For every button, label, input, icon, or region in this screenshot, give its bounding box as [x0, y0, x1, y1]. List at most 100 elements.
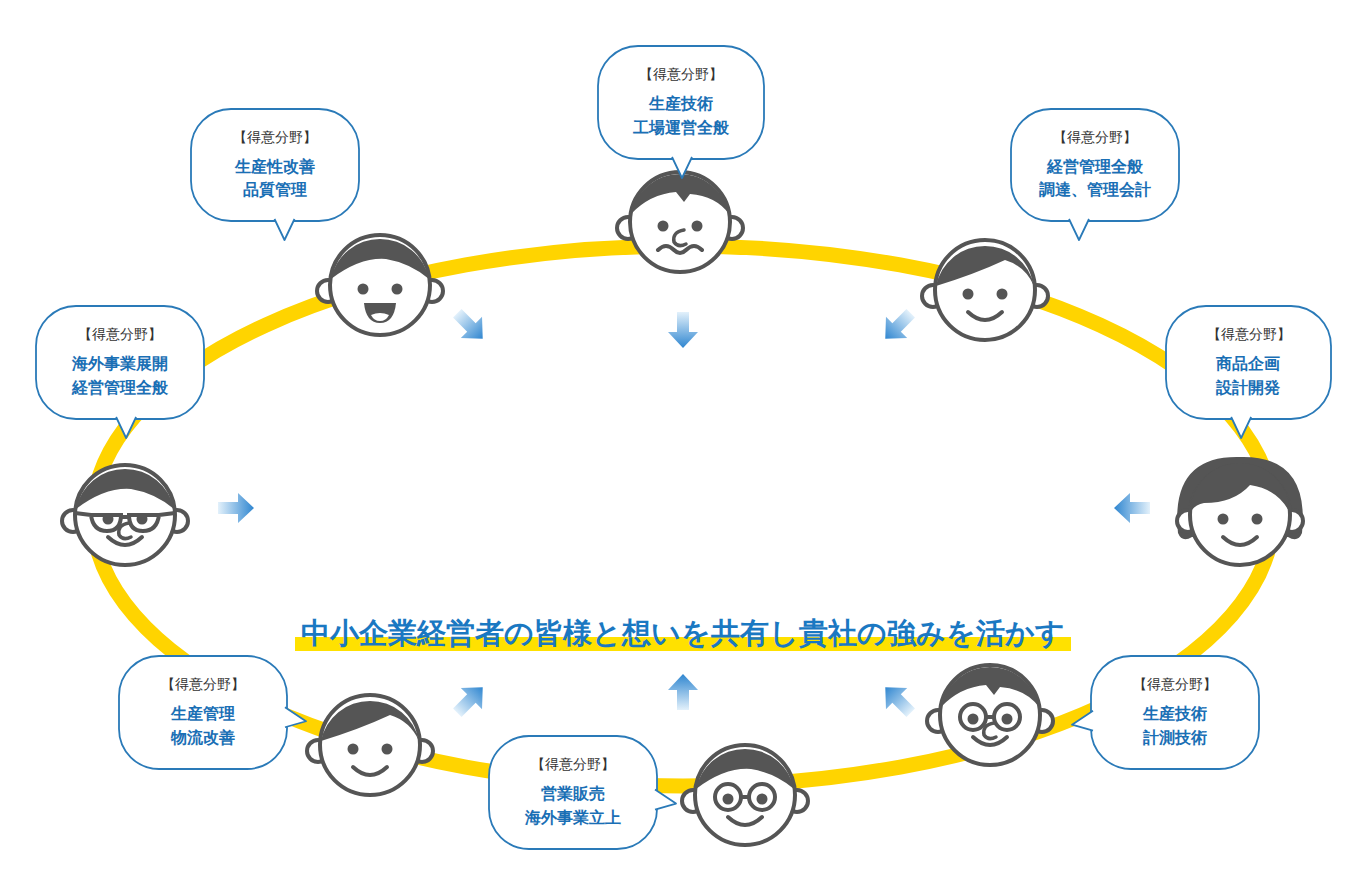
inward-arrow [447, 677, 494, 724]
hair [331, 239, 429, 279]
inward-arrow [447, 303, 494, 350]
mouth [973, 737, 1007, 745]
bubble-heading: 【得意分野】 [1053, 129, 1137, 147]
eye [997, 289, 1008, 300]
yellow-ring [93, 246, 1273, 786]
speech-bubble: 【得意分野】経営管理全般 調達、管理会計 [1010, 108, 1180, 222]
head [630, 172, 730, 272]
head [695, 745, 795, 845]
mouth [1223, 537, 1257, 545]
bubble-body [1091, 656, 1259, 769]
eye [1002, 714, 1013, 725]
person-face [307, 695, 433, 795]
bubble-body [1011, 109, 1179, 221]
bubble-body [489, 736, 657, 849]
eye [358, 284, 369, 295]
hair [941, 667, 1039, 707]
bubble-heading: 【得意分野】 [1133, 676, 1217, 694]
person-face [927, 665, 1053, 765]
bubble-heading: 【得意分野】 [233, 129, 317, 147]
nose [984, 723, 996, 739]
head [320, 695, 420, 795]
bubble-tail [655, 790, 676, 810]
glasses [75, 513, 175, 531]
speech-bubble: 【得意分野】生産管理 物流改善 [118, 655, 288, 770]
mouth [658, 246, 702, 253]
bubble-tail [1231, 417, 1251, 438]
bubble-heading: 【得意分野】 [639, 66, 723, 84]
eye [1218, 514, 1229, 525]
eye [692, 221, 703, 232]
expertise-text: 生産技術 計測技術 [1141, 702, 1210, 748]
head [935, 240, 1035, 340]
mouth [968, 312, 1002, 320]
bubble-tail [285, 707, 306, 727]
person-face [317, 235, 443, 335]
inward-arrow [668, 674, 698, 710]
bubble-body [598, 46, 764, 159]
eye [348, 744, 359, 755]
bubble-tail [672, 157, 692, 178]
head [75, 465, 175, 565]
bubble-heading: 【得意分野】 [1207, 326, 1291, 344]
nose [674, 230, 686, 246]
speech-bubble: 【得意分野】営業販売 海外事業立上 [488, 735, 658, 850]
eye [103, 514, 114, 525]
hair [1190, 463, 1290, 513]
bubble-body [1166, 306, 1331, 419]
bubble-heading: 【得意分野】 [161, 676, 245, 694]
expertise-text: 生産管理 物流改善 [169, 702, 238, 748]
glasses [715, 784, 775, 810]
speech-bubble: 【得意分野】生産技術 工場運営全般 [597, 45, 765, 160]
tongue [371, 313, 389, 321]
expertise-text: 海外事業展開 経営管理全般 [70, 352, 171, 398]
bubble-body [36, 306, 204, 419]
mouth [108, 537, 142, 545]
eye [658, 221, 669, 232]
inward-arrow [218, 493, 254, 523]
bubble-tail [1069, 219, 1089, 240]
person-face [1177, 457, 1303, 565]
eye [757, 794, 768, 805]
hair [76, 469, 174, 509]
speech-bubble: 【得意分野】商品企画 設計開発 [1165, 305, 1332, 420]
person-face [62, 465, 188, 565]
eye [723, 794, 734, 805]
hair [696, 749, 794, 789]
bubble-tail [1072, 711, 1093, 731]
bubble-tail [275, 219, 295, 240]
expertise-text: 経営管理全般 調達、管理会計 [1037, 155, 1154, 201]
expertise-text: 営業販売 海外事業立上 [523, 782, 624, 828]
eye [963, 289, 974, 300]
eye [392, 284, 403, 295]
person-face [922, 240, 1048, 340]
slogan: 中小企業経営者の皆様と想いを共有し貴社の強みを活かす [295, 614, 1071, 654]
inward-arrow [875, 303, 922, 350]
head [330, 235, 430, 335]
hair [936, 246, 1034, 286]
expertise-text: 生産技術 工場運営全般 [631, 92, 732, 138]
eye [968, 714, 979, 725]
expertise-text: 生産性改善 品質管理 [233, 155, 318, 201]
mouth [364, 303, 396, 323]
person-face [682, 745, 808, 845]
bubble-tail [116, 417, 136, 438]
head [940, 665, 1040, 765]
eye [382, 744, 393, 755]
eye [1252, 514, 1263, 525]
speech-bubble: 【得意分野】生産技術 計測技術 [1090, 655, 1260, 770]
speech-bubble: 【得意分野】海外事業展開 経営管理全般 [35, 305, 205, 420]
eye [137, 514, 148, 525]
mouth [353, 767, 387, 775]
speech-bubble: 【得意分野】生産性改善 品質管理 [190, 108, 360, 222]
bubble-heading: 【得意分野】 [78, 326, 162, 344]
hair [631, 174, 729, 214]
inward-arrow [668, 312, 698, 348]
person-face [617, 172, 743, 272]
expertise-text: 商品企画 設計開発 [1214, 352, 1283, 398]
bubble-body [191, 109, 359, 221]
hair [321, 701, 419, 741]
inward-arrow [1114, 493, 1150, 523]
inward-arrow [875, 677, 922, 724]
bubble-body [119, 656, 287, 769]
